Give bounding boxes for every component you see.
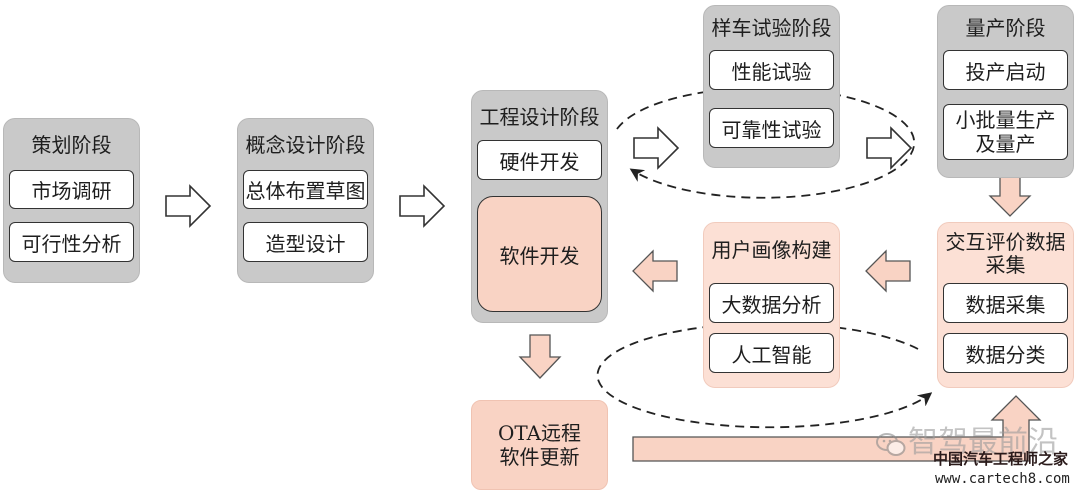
arrow-user-profile-to-engineering bbox=[632, 249, 678, 293]
arrow-engineering-to-ota bbox=[518, 334, 562, 379]
stage-interaction-data-title-line-2: 采集 bbox=[985, 253, 1026, 277]
stage-interaction-data-title-line-1: 交互评价数据 bbox=[945, 230, 1066, 254]
arrow-engineering-to-prototype-test bbox=[633, 126, 680, 170]
step-data-collection: 数据采集 bbox=[943, 283, 1068, 323]
ota-line-2: 软件更新 bbox=[499, 445, 580, 469]
step-styling-design: 造型设计 bbox=[243, 222, 368, 262]
stage-user-profile-title: 用户画像构建 bbox=[711, 238, 832, 262]
upper-iteration-loop-dashed bbox=[616, 86, 916, 199]
stage-planning-title: 策划阶段 bbox=[31, 133, 112, 157]
step-data-classification: 数据分类 bbox=[943, 333, 1068, 373]
stage-concept-design: 概念设计阶段 总体布置草图 造型设计 bbox=[237, 118, 374, 283]
step-general-layout-sketch: 总体布置草图 bbox=[243, 170, 368, 209]
arrow-ota-to-interaction-data bbox=[632, 395, 1042, 462]
stage-planning: 策划阶段 市场调研 可行性分析 bbox=[3, 118, 140, 283]
step-small-batch-and-mass-production: 小批量生产 及量产 bbox=[943, 104, 1068, 160]
step-performance-test: 性能试验 bbox=[709, 50, 834, 90]
stage-user-profile-building: 用户画像构建 大数据分析 人工智能 bbox=[703, 222, 840, 388]
step-market-research: 市场调研 bbox=[9, 170, 134, 209]
arrow-concept-to-engineering bbox=[399, 184, 446, 228]
step-feasibility-analysis: 可行性分析 bbox=[9, 222, 134, 262]
step-hardware-development: 硬件开发 bbox=[477, 140, 602, 180]
step-production-start: 投产启动 bbox=[943, 50, 1068, 90]
stage-mass-production-title: 量产阶段 bbox=[965, 16, 1046, 40]
arrow-interaction-data-to-user-profile bbox=[865, 249, 911, 293]
step-software-development: 软件开发 bbox=[477, 196, 602, 312]
stage-mass-production: 量产阶段 投产启动 小批量生产 及量产 bbox=[937, 5, 1074, 178]
step-big-data-analysis: 大数据分析 bbox=[709, 283, 834, 323]
ota-line-1: OTA远程 bbox=[497, 421, 582, 445]
stage-concept-design-title: 概念设计阶段 bbox=[245, 133, 366, 157]
step-artificial-intelligence: 人工智能 bbox=[709, 333, 834, 373]
step-reliability-test: 可靠性试验 bbox=[709, 108, 834, 148]
arrow-mass-production-to-interaction-data bbox=[988, 175, 1032, 217]
stage-engineering-design-title: 工程设计阶段 bbox=[479, 105, 600, 129]
stage-ota-remote-software-update: OTA远程 软件更新 bbox=[471, 400, 608, 490]
stage-engineering-design: 工程设计阶段 硬件开发 软件开发 bbox=[471, 90, 608, 323]
step-small-batch-line-1: 小批量生产 bbox=[955, 108, 1056, 132]
stage-prototype-test-title: 样车试验阶段 bbox=[711, 16, 832, 40]
stage-interaction-data-title: 交互评价数据 采集 bbox=[938, 231, 1073, 277]
stage-interaction-data-collection: 交互评价数据 采集 数据采集 数据分类 bbox=[937, 222, 1074, 388]
arrow-prototype-test-to-mass-production bbox=[866, 126, 913, 170]
stage-prototype-test: 样车试验阶段 性能试验 可靠性试验 bbox=[703, 5, 840, 168]
step-small-batch-line-2: 及量产 bbox=[975, 132, 1036, 156]
arrow-planning-to-concept bbox=[165, 184, 212, 228]
